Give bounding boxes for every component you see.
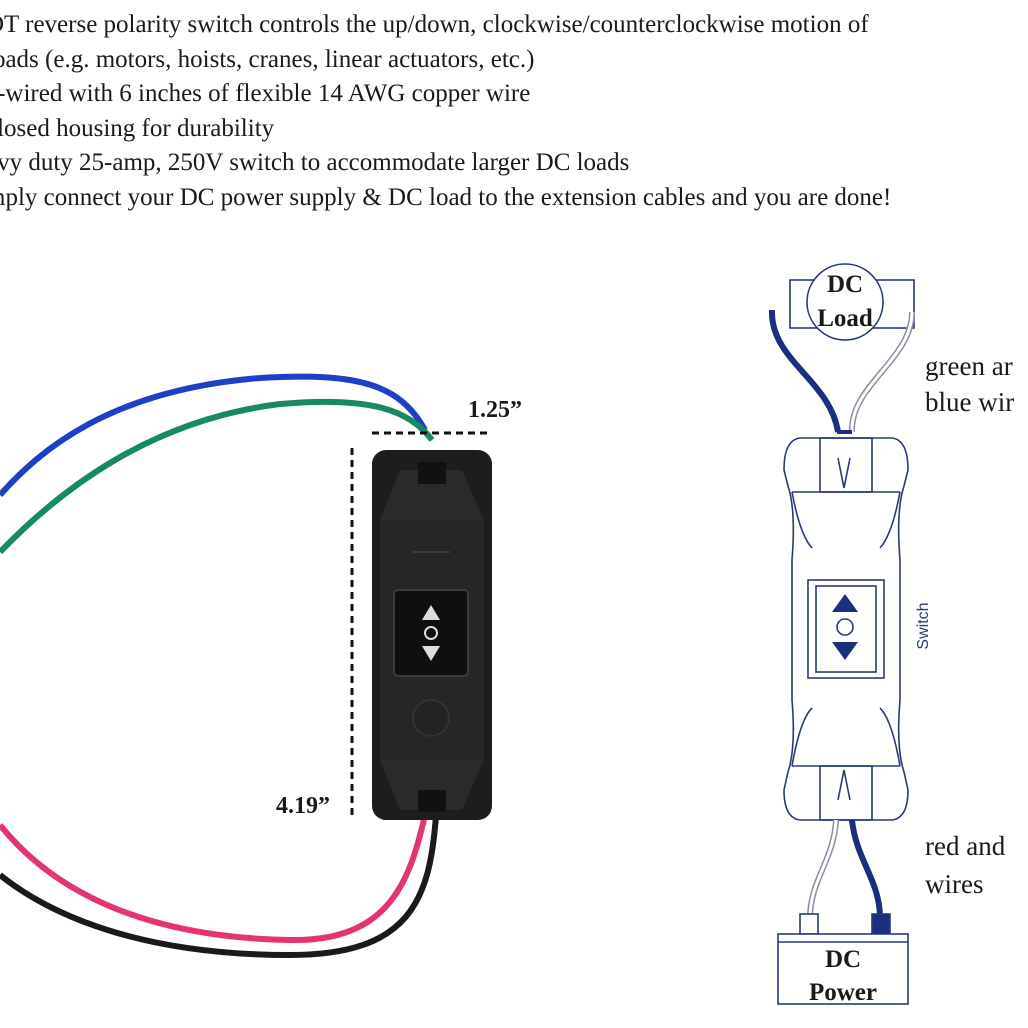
feature-line-4: closed housing for durability [0, 114, 275, 142]
feature-line-6: mply connect your DC power supply & DC l… [0, 183, 892, 211]
top-wires-label-line1: green ar [925, 351, 1013, 381]
green-wire [0, 398, 435, 555]
height-dimension-label: 4.19” [276, 793, 330, 819]
dc-power-label-line2: Power [808, 979, 878, 1006]
arrow-up-icon [422, 605, 440, 620]
feature-line-3: e-wired with 6 inches of flexible 14 AWG… [0, 80, 531, 108]
dc-load-symbol [806, 263, 884, 341]
feature-line-5: avy duty 25-amp, 250V switch to accommod… [0, 149, 630, 177]
dc-power-label-line1: DC [824, 946, 862, 973]
switch-body [372, 450, 492, 820]
switch-label: Switch [915, 602, 932, 650]
feature-line-2: loads (e.g. motors, hoists, cranes, line… [0, 45, 535, 73]
width-dimension-label: 1.25” [468, 397, 522, 423]
feature-list: DT reverse polarity switch controls the … [0, 8, 891, 216]
red-wire [0, 814, 428, 944]
diagram-arrow-down-icon [832, 642, 858, 660]
bottom-wires-label-line2: wires [925, 869, 984, 899]
dc-power-symbol [777, 933, 909, 1005]
circle-icon [424, 626, 438, 640]
arrow-down-icon [422, 646, 440, 661]
blue-wire [0, 373, 428, 497]
dc-load-label-line1: DC [826, 271, 864, 298]
black-wire [0, 814, 439, 959]
top-wires-label-line2: blue wir [925, 387, 1015, 417]
feature-line-1: DT reverse polarity switch controls the … [0, 11, 869, 38]
diagram-arrow-up-icon [832, 594, 858, 612]
bottom-wires-label-line1: red and [925, 831, 1006, 861]
diagram-circle-icon [836, 618, 854, 636]
dc-load-label-line2: Load [817, 305, 873, 332]
